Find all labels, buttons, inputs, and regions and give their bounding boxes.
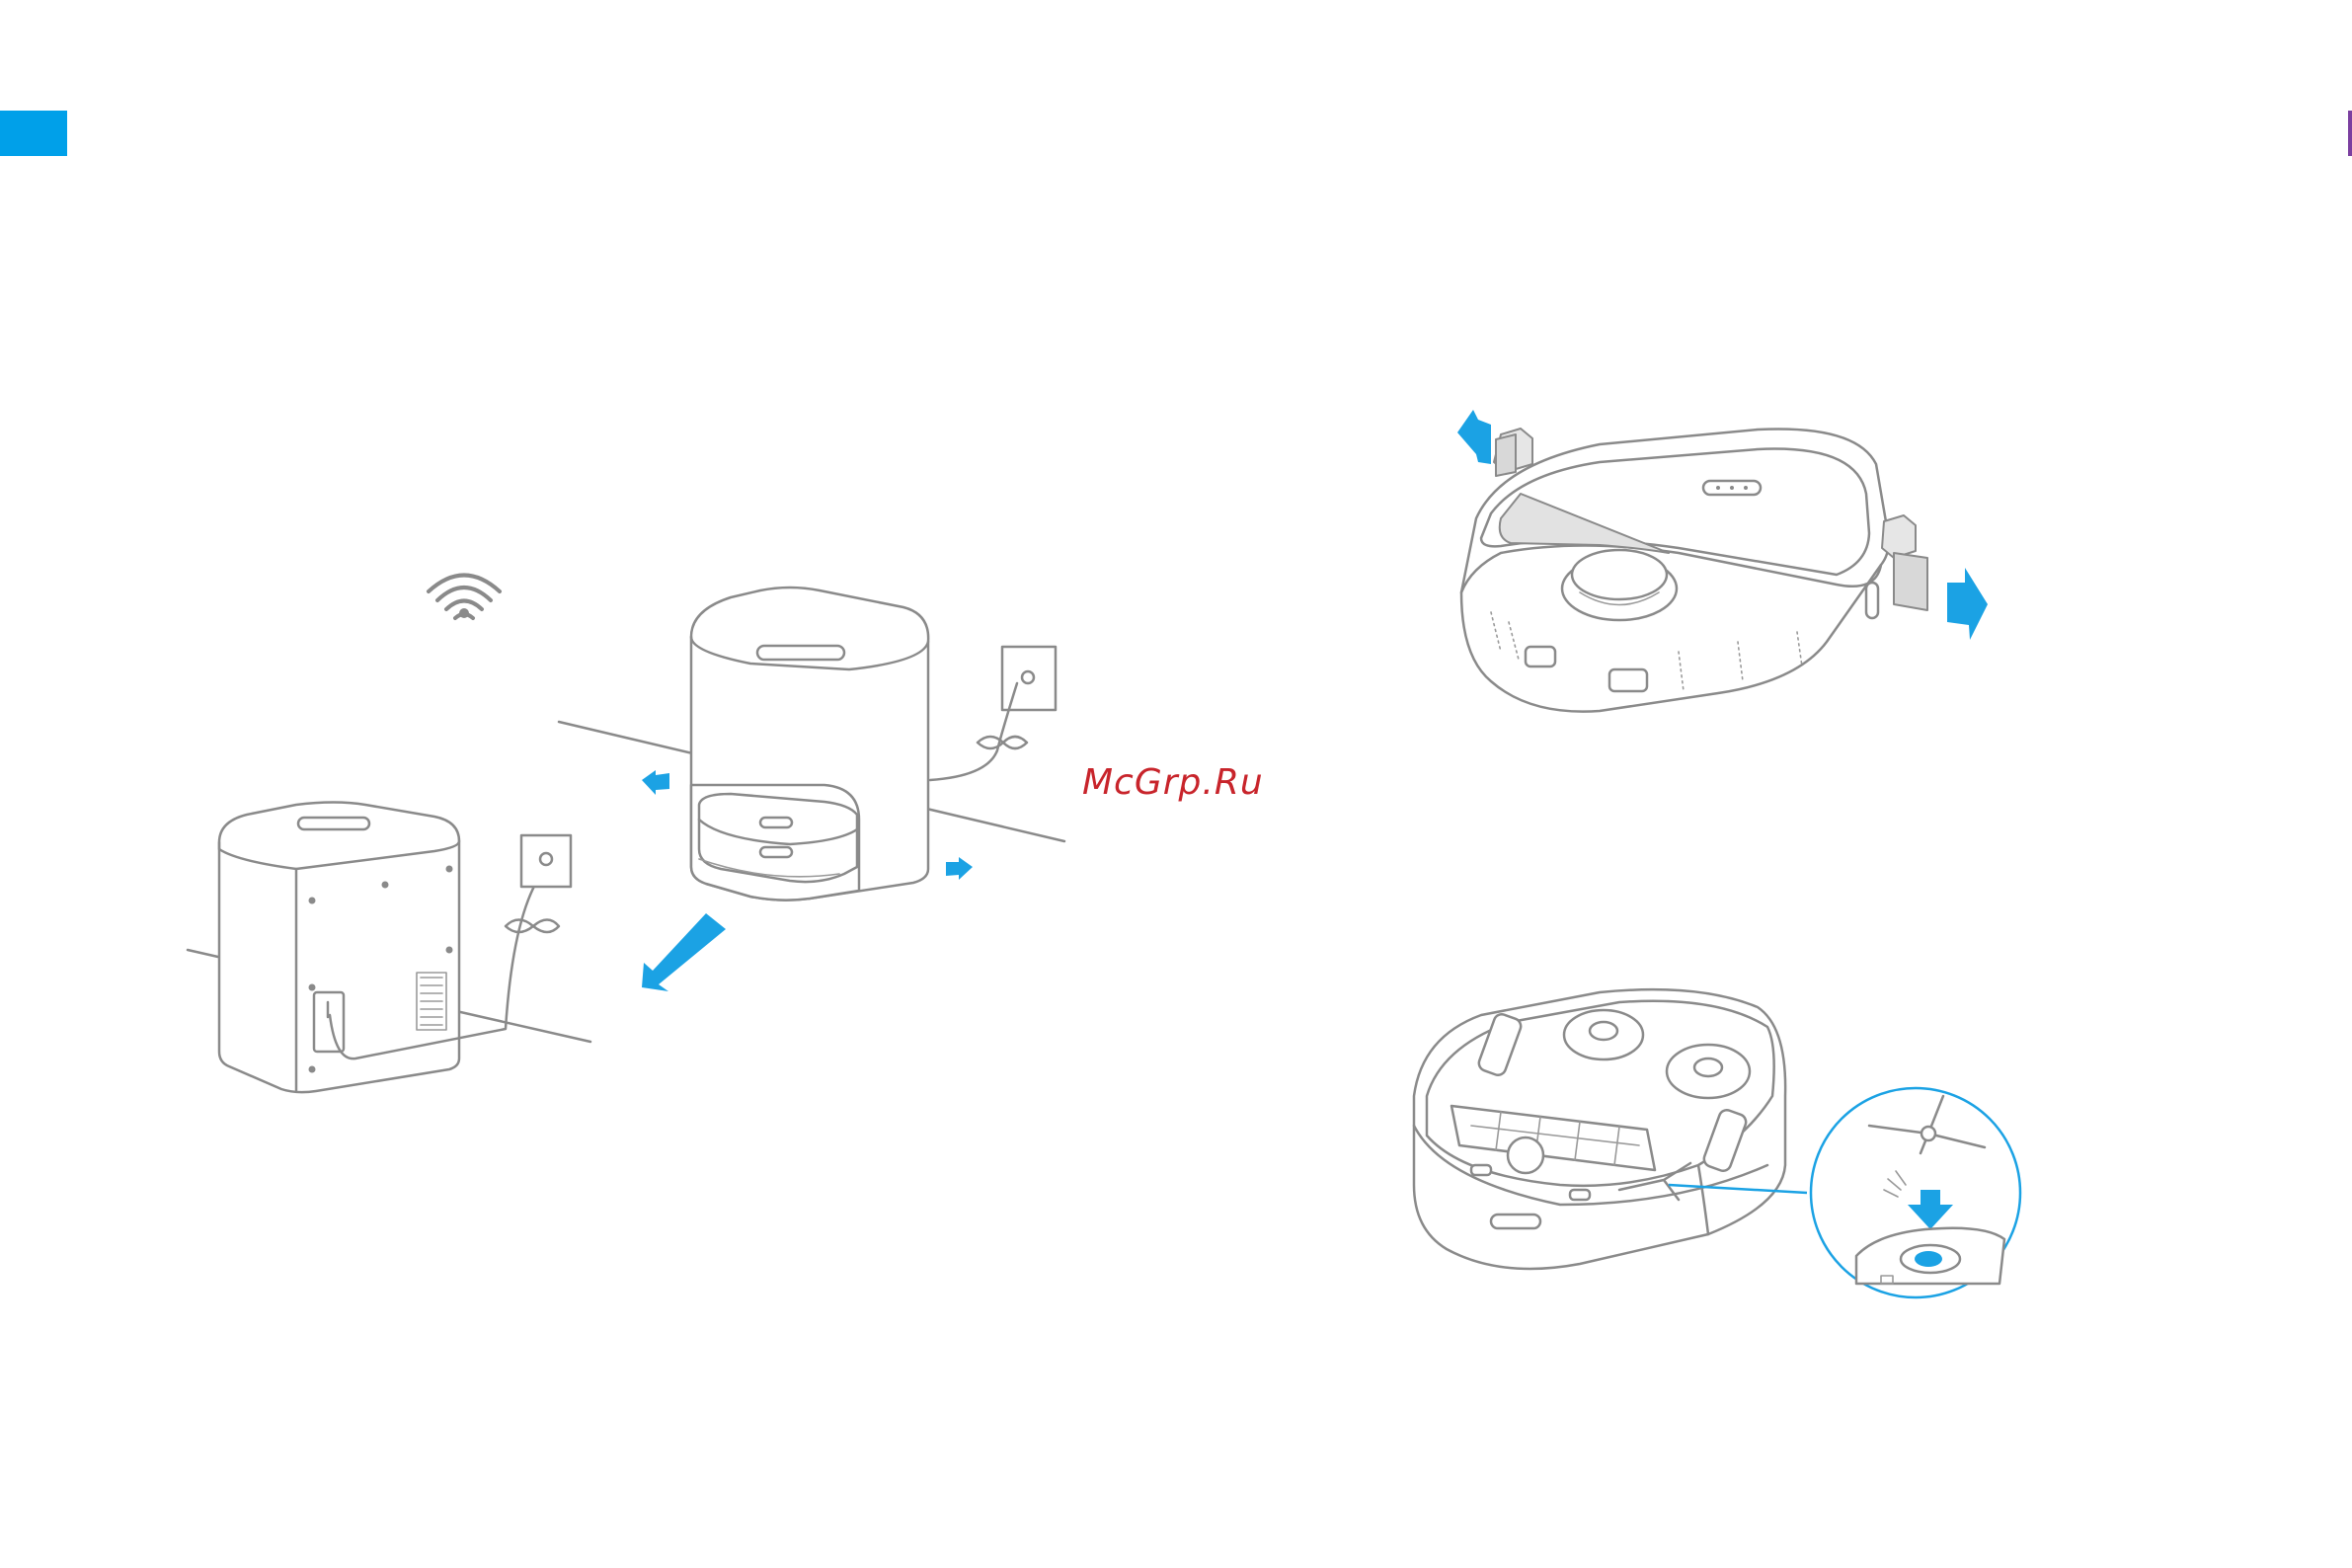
station-handle <box>298 818 369 829</box>
cable-tie <box>506 920 559 933</box>
station-placement-figure <box>188 576 1064 1093</box>
station-handle <box>757 646 844 660</box>
wall-socket-icon <box>521 835 571 887</box>
cable-tie <box>978 737 1027 748</box>
robot-front-handle <box>1491 1215 1540 1228</box>
caster-wheel <box>1508 1137 1543 1173</box>
bumper-protector-right <box>1882 515 1916 558</box>
remove-bumper-protectors-figure <box>1457 410 1988 712</box>
wifi-icon <box>429 576 500 619</box>
station-rear-view <box>219 803 545 1093</box>
wall-socket-icon <box>1002 647 1056 710</box>
rear-socket-panel <box>314 992 344 1052</box>
install-side-brush-figure <box>1414 989 2020 1297</box>
watermark-text: McGrp.Ru <box>1082 762 1264 803</box>
station-front-view <box>691 588 928 901</box>
